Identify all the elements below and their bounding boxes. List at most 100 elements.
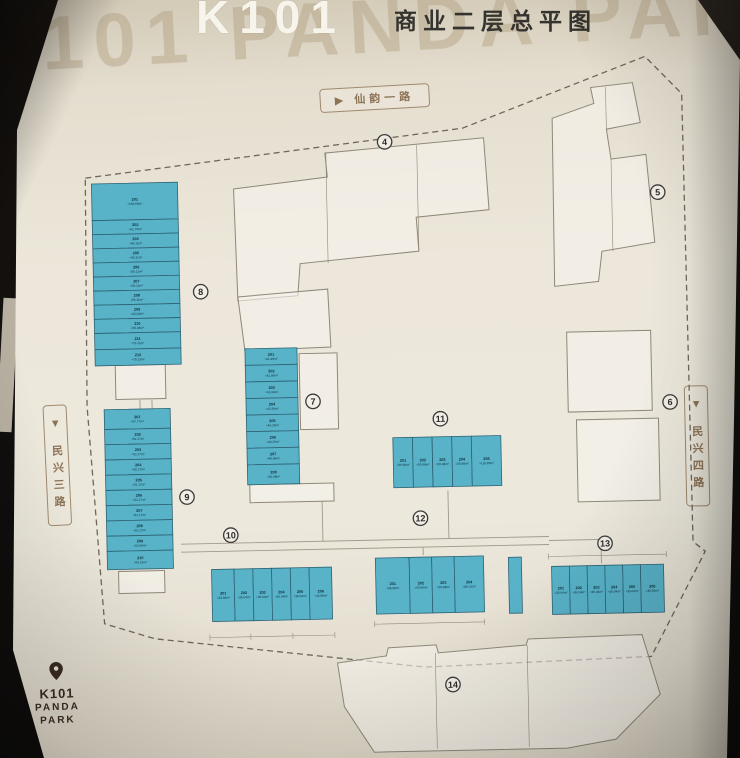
unit-area: ≈75.23m² xyxy=(132,357,145,361)
unit-cell xyxy=(308,566,333,620)
unit-area: ≈55.98m² xyxy=(436,462,449,466)
building-10: 201≈43.88m²202≈35.04m²203≈35.04m²204≈35.… xyxy=(211,566,333,622)
unit-area: ≈52.17m² xyxy=(132,498,145,502)
unit-number: 210 xyxy=(134,322,140,326)
unit-number: 202 xyxy=(134,433,140,437)
unit-area: ≈41.99m² xyxy=(266,407,279,411)
unit-number: 201 xyxy=(558,586,564,590)
unit-number: 203 xyxy=(259,591,265,595)
marker-circle xyxy=(376,133,393,150)
building-14-inner-lines xyxy=(435,644,530,749)
marker-number: 6 xyxy=(667,397,672,407)
unit-area: ≈56.11m² xyxy=(130,284,143,288)
brand-line-park: PARK xyxy=(39,714,76,727)
unit-area: ≈53.99m² xyxy=(133,543,146,547)
unit-cell xyxy=(453,555,485,613)
marker-number: 9 xyxy=(184,492,189,502)
unit-number: 203 xyxy=(440,581,446,585)
unit-area: ≈35.04m² xyxy=(294,594,307,598)
unit-area: ≈43.88m² xyxy=(217,596,230,600)
unit-cell xyxy=(106,549,174,571)
unit-area: ≈55.98m² xyxy=(455,462,468,466)
unit-number: 203 xyxy=(269,386,275,390)
unit-number: 201 xyxy=(132,198,138,202)
building-6-outline-lower xyxy=(575,417,661,503)
building-8-stair-annex xyxy=(114,363,167,401)
building-marker-4: 4 xyxy=(376,133,393,150)
unit-number: 203 xyxy=(439,458,445,462)
dimension-lines xyxy=(209,551,667,641)
building-8: 201≈166.68m²202≈62.76m²203≈56.11m²205≈56… xyxy=(91,181,182,367)
unit-number: 204 xyxy=(611,585,618,589)
unit-area: ≈43.25m² xyxy=(266,440,279,444)
marker-circle xyxy=(192,283,209,300)
unit-area: ≈41.99m² xyxy=(265,357,278,361)
unit-cell xyxy=(639,563,665,613)
unit-area: ≈126.85m² xyxy=(479,461,494,465)
marker-number: 8 xyxy=(198,287,203,297)
building-4-inner-lines xyxy=(325,145,420,264)
unit-number: 207 xyxy=(133,279,139,283)
building-14-outline xyxy=(336,634,661,753)
building-5-inner-lines xyxy=(605,87,614,252)
marker-number: 4 xyxy=(382,137,387,147)
unit-area: ≈43.88m² xyxy=(314,594,327,598)
building-marker-12: 12 xyxy=(412,510,429,527)
unit-area: ≈52.17m² xyxy=(131,437,144,441)
building-marker-10: 10 xyxy=(222,527,239,544)
unit-number: 201 xyxy=(268,353,274,357)
brand-line-panda: PANDA xyxy=(34,701,81,715)
unit-number: 203 xyxy=(135,448,141,452)
unit-number: 201 xyxy=(220,591,226,595)
site-boundary-dashed xyxy=(84,55,707,668)
marker-number: 11 xyxy=(436,414,446,424)
building-9: 201≈57.77m²202≈52.17m²203≈52.17m²204≈52.… xyxy=(103,407,174,571)
unit-area: ≈56.08m² xyxy=(267,475,280,479)
building-7: 201≈41.99m²202≈41.99m²203≈41.99m²204≈41.… xyxy=(244,347,301,486)
marker-number: 12 xyxy=(415,513,425,523)
unit-number: 201 xyxy=(390,582,396,586)
unit-number: 202 xyxy=(420,458,426,462)
unit-area: ≈35.04m² xyxy=(608,589,621,593)
building-marker-13: 13 xyxy=(597,535,613,552)
unit-area: ≈43.25m² xyxy=(266,423,279,427)
marker-circle xyxy=(432,410,449,427)
unit-number: 209 xyxy=(137,539,143,543)
unit-number: 201 xyxy=(134,415,140,419)
unit-number: 205 xyxy=(483,457,489,461)
unit-area: ≈52.17m² xyxy=(132,482,145,486)
unit-number: 202 xyxy=(268,369,274,373)
unit-area: ≈49.56m² xyxy=(646,589,659,593)
unit-area: ≈55.98m² xyxy=(397,463,410,467)
unit-number: 209 xyxy=(134,308,140,312)
building-5-outline xyxy=(551,82,656,287)
unit-area: ≈41.99m² xyxy=(265,390,278,394)
building-7-lower-rooms xyxy=(249,482,335,504)
unit-number: 204 xyxy=(135,463,142,467)
unit-number: 206 xyxy=(136,494,142,498)
unit-area: ≈63.03m² xyxy=(131,312,144,316)
marker-circle xyxy=(597,535,613,552)
unit-number: 208 xyxy=(134,294,140,298)
marker-circle xyxy=(662,394,678,410)
unit-number: 203 xyxy=(593,586,599,590)
unit-number: 206 xyxy=(318,589,324,593)
building-marker-14: 14 xyxy=(445,676,461,693)
unit-number: 202 xyxy=(418,581,424,585)
unit-number: 205 xyxy=(135,478,141,482)
marker-number: 7 xyxy=(310,397,315,407)
unit-area: ≈52.17m² xyxy=(132,452,145,456)
unit-area: ≈41.99m² xyxy=(265,373,278,377)
building-7-right-annex xyxy=(298,352,340,431)
unit-area: ≈75.21m² xyxy=(131,341,144,345)
unit-number: 206 xyxy=(270,436,276,440)
marker-number: 10 xyxy=(226,530,236,540)
marker-circle xyxy=(222,527,239,544)
unit-number: 205 xyxy=(133,251,139,255)
unit-area: ≈98.08m² xyxy=(386,586,399,590)
marker-number: 13 xyxy=(600,538,610,548)
unit-cell xyxy=(507,556,523,614)
unit-number: 201 xyxy=(400,459,406,463)
